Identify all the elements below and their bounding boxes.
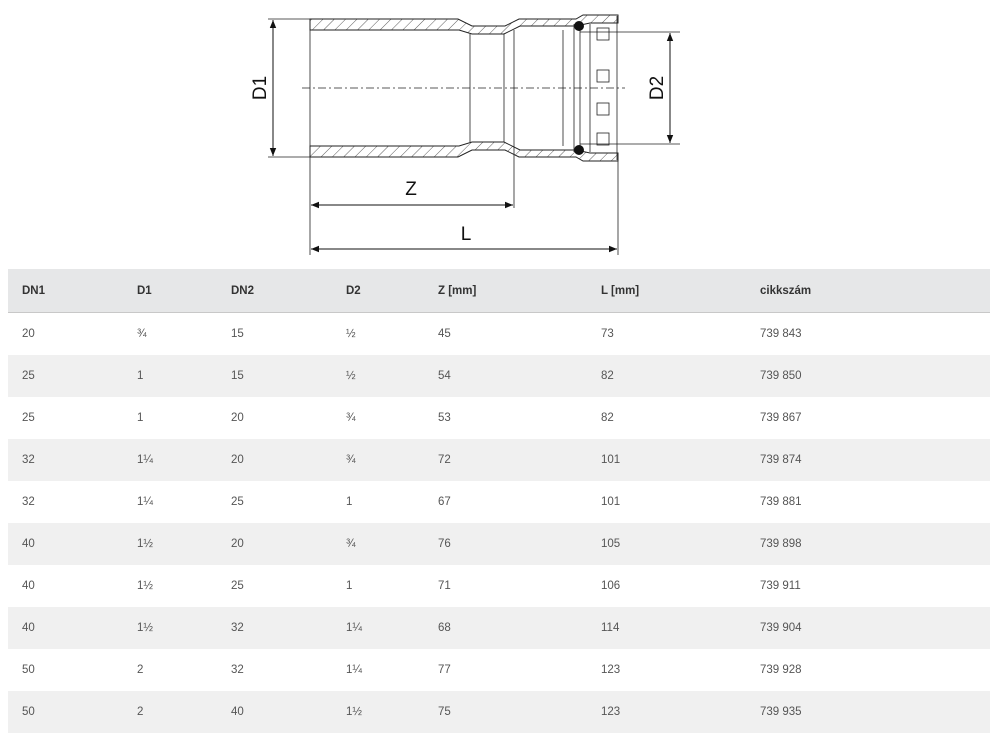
column-header: D1 — [137, 269, 231, 313]
d2-label: D2 — [647, 76, 668, 100]
table-cell: 1 — [137, 355, 231, 397]
table-cell: 40 — [8, 523, 137, 565]
table-cell: 40 — [231, 691, 346, 733]
table-cell: 101 — [601, 496, 621, 508]
table-cell: 67 — [438, 496, 451, 508]
table-cell: ½ — [346, 355, 438, 397]
table-cell: 739 928 — [760, 664, 802, 676]
table-cell: 20 — [231, 523, 346, 565]
table-cell: 106 — [601, 580, 621, 592]
table-cell: 1 — [346, 496, 353, 508]
table-row: 50 2 32 1¼ 77 123 739 928 — [8, 649, 990, 691]
table-cell: 739 935 — [760, 691, 990, 733]
table-cell: 25 — [231, 580, 244, 592]
table-cell: 2 — [137, 691, 231, 733]
table-row: 25 1 20 ¾ 53 82 739 867 — [8, 397, 990, 439]
table-cell: 114 — [601, 607, 760, 649]
table-cell: 1½ — [137, 580, 153, 592]
column-header: D2 — [346, 269, 438, 313]
table-cell: 50 — [8, 691, 137, 733]
table-cell: 20 — [22, 328, 35, 340]
table-cell: 1½ — [346, 691, 438, 733]
table-cell: 32 — [8, 439, 137, 481]
table-cell: 123 — [601, 691, 760, 733]
table-cell: 45 — [438, 328, 451, 340]
table-cell: 1½ — [137, 607, 231, 649]
table-cell: 32 — [231, 664, 244, 676]
table-cell: 101 — [601, 439, 760, 481]
table-cell: 25 — [22, 412, 35, 424]
table-row: 32 1¼ 25 1 67 101 739 881 — [8, 481, 990, 523]
l-label: L — [461, 224, 472, 245]
table-cell: 15 — [231, 355, 346, 397]
column-header: L [mm] — [601, 269, 760, 313]
fitting-body — [309, 14, 619, 162]
table-cell: 1¼ — [346, 607, 438, 649]
z-label: Z — [405, 179, 417, 200]
table-cell: 82 — [601, 412, 614, 424]
table-cell: 20 — [231, 439, 346, 481]
table-cell: 32 — [231, 607, 346, 649]
table-cell: 739 850 — [760, 355, 990, 397]
table-cell: 123 — [601, 664, 621, 676]
table-cell: 40 — [22, 580, 35, 592]
column-header: Z [mm] — [438, 269, 601, 313]
table-cell: 739 874 — [760, 439, 990, 481]
table-cell: 25 — [231, 496, 244, 508]
table-cell: 15 — [231, 328, 244, 340]
table-cell: 76 — [438, 523, 601, 565]
table-cell: 53 — [438, 412, 451, 424]
table-cell: 739 911 — [760, 580, 801, 592]
table-cell: 1¼ — [346, 664, 362, 676]
column-header: cikkszám — [760, 269, 990, 313]
table-cell: 75 — [438, 691, 601, 733]
table-cell: ¾ — [346, 523, 438, 565]
table-row: 40 1½ 25 1 71 106 739 911 — [8, 565, 990, 607]
table-cell: 2 — [137, 664, 144, 676]
column-header: DN2 — [231, 269, 346, 313]
table-cell: ¾ — [137, 328, 147, 340]
table-cell: 739 881 — [760, 496, 802, 508]
table-cell: 739 904 — [760, 607, 990, 649]
table-cell: 1½ — [137, 523, 231, 565]
table-cell: 739 843 — [760, 328, 802, 340]
table-cell: 1¼ — [137, 439, 231, 481]
table-cell: 71 — [438, 580, 451, 592]
table-cell: 68 — [438, 607, 601, 649]
fitting-technical-drawing: D1 D2 Z L — [250, 14, 680, 255]
table-cell: 73 — [601, 328, 614, 340]
d1-label: D1 — [250, 76, 271, 100]
table-cell: 20 — [231, 412, 244, 424]
table-cell: 1 — [346, 580, 353, 592]
column-header: DN1 — [8, 269, 137, 313]
table-cell: 77 — [438, 664, 451, 676]
table-cell: ½ — [346, 328, 356, 340]
table-cell: 32 — [22, 496, 35, 508]
table-cell: 739 867 — [760, 412, 802, 424]
table-cell: 72 — [438, 439, 601, 481]
table-cell: 105 — [601, 523, 760, 565]
table-cell: 25 — [8, 355, 137, 397]
table-cell: 739 898 — [760, 523, 990, 565]
table-cell: 54 — [438, 355, 601, 397]
table-cell: 1¼ — [137, 496, 153, 508]
table-cell: ¾ — [346, 439, 438, 481]
table-cell: 50 — [22, 664, 35, 676]
table-cell: 82 — [601, 355, 760, 397]
table-cell: ¾ — [346, 412, 356, 424]
table-cell: 40 — [8, 607, 137, 649]
table-cell: 1 — [137, 412, 144, 424]
table-row: 20 ¾ 15 ½ 45 73 739 843 — [8, 313, 990, 356]
